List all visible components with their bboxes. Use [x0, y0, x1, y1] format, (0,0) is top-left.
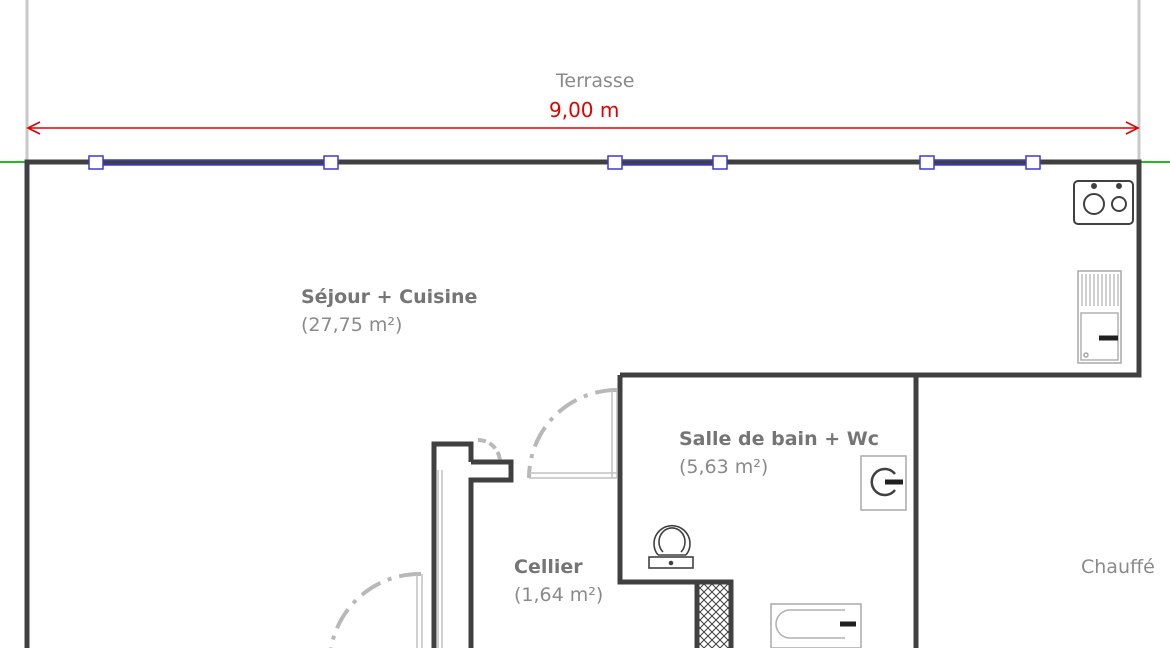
technical-chase: [699, 584, 729, 648]
door-swing-small: [477, 438, 502, 463]
wall-cellier-top: [468, 459, 514, 648]
door-swings: [329, 388, 618, 648]
room-name-bathroom: Salle de bain + Wc: [679, 428, 879, 450]
door-swing-bathroom: [527, 388, 618, 479]
windows: [88, 155, 1041, 170]
kitchen-sink-icon: [1077, 270, 1122, 364]
terrace-label: Terrasse: [556, 70, 635, 92]
window-3: [919, 155, 1041, 170]
bathtub-icon: [770, 603, 862, 648]
door-swing-cellier: [329, 571, 422, 648]
room-name-cellier: Cellier: [514, 556, 583, 578]
toilet-icon: [648, 524, 694, 569]
wall-outer: [24, 159, 1142, 648]
room-name-sejour: Séjour + Cuisine: [301, 286, 478, 308]
room-area-cellier: (1,64 m²): [514, 584, 604, 606]
window-1: [88, 155, 339, 170]
cooktop-icon: [1073, 180, 1134, 225]
dimension-label: 9,00 m: [549, 98, 620, 122]
window-2: [607, 155, 728, 170]
dimension-arrow: [26, 121, 1140, 135]
wall-bathroom: [617, 375, 734, 648]
wall-pillar: [431, 441, 474, 648]
door-leaves: [416, 390, 618, 648]
room-area-sejour: (27,75 m²): [301, 314, 403, 336]
walls: [24, 159, 1142, 648]
room-area-bathroom: (5,63 m²): [679, 456, 769, 478]
outside-zone-label: Chauffé: [1081, 556, 1155, 578]
washbasin-icon: [860, 455, 907, 511]
